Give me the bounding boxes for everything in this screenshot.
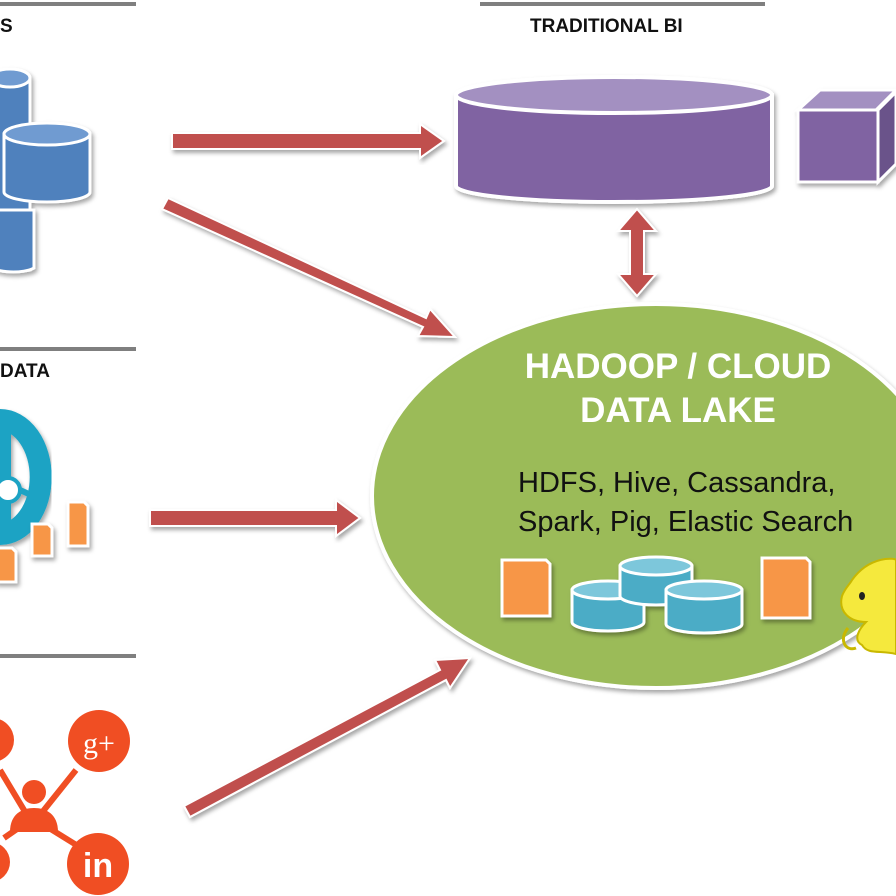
arrow-social-to-lake	[182, 656, 472, 819]
lake-title-line2: DATA LAKE	[580, 391, 776, 430]
arrow-files-to-lake	[149, 498, 362, 538]
file-icons	[0, 500, 90, 584]
arrow-bi-lake-bidirectional	[615, 207, 659, 298]
linkedin-text: in	[83, 847, 113, 885]
arrow-databases-to-lake	[160, 196, 458, 339]
linkedin-icon: in	[67, 833, 129, 895]
section-label-traditional-bi: TRADITIONAL BI	[530, 16, 683, 37]
database-stack-icon	[0, 67, 92, 274]
social-network-icon	[0, 719, 80, 880]
olap-cube-icon	[794, 88, 896, 186]
arrow-databases-to-bi	[171, 122, 446, 160]
lake-document-icon-2	[760, 556, 812, 620]
warehouse-cylinder-icon	[454, 75, 774, 204]
hadoop-elephant-logo	[840, 557, 896, 656]
lake-title-line1: HADOOP / CLOUD	[524, 347, 832, 386]
globe-data-icon	[0, 408, 52, 546]
google-plus-icon: g+	[68, 710, 130, 772]
section-label-middle-left: DATA	[0, 361, 50, 382]
lake-tech-line2: Spark, Pig, Elastic Search	[518, 506, 854, 538]
google-plus-text: g+	[83, 727, 115, 760]
section-label-top-left: S	[0, 16, 13, 37]
lake-database-icons	[570, 555, 744, 635]
lake-document-icon	[500, 558, 552, 618]
lake-tech-line1: HDFS, Hive, Cassandra,	[518, 467, 836, 499]
